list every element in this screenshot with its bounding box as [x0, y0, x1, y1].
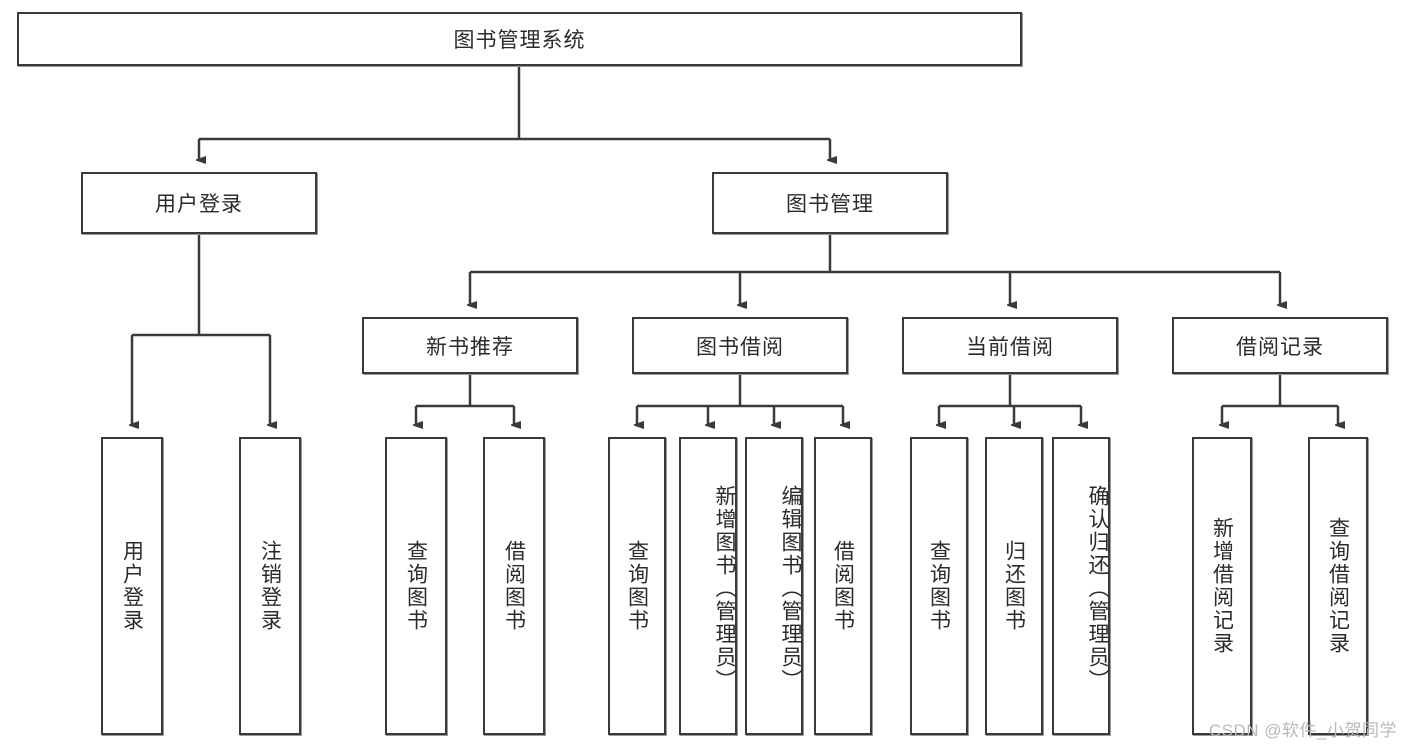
node-book-borrow-label: 图书借阅 — [696, 335, 784, 359]
node-new-book-rec-label: 新书推荐 — [426, 335, 514, 359]
node-leaf-add-record[interactable]: 新增借阅记录 — [1192, 437, 1252, 735]
node-leaf-borrow-book-1-label: 借阅图书 — [502, 540, 526, 632]
node-leaf-query-book-3-label: 查询图书 — [927, 540, 951, 632]
node-leaf-user-logout-label: 注销登录 — [258, 540, 282, 632]
node-book-manage-label: 图书管理 — [786, 193, 874, 216]
node-leaf-user-login-label: 用户登录 — [120, 540, 144, 632]
node-leaf-confirm-return[interactable]: 确认归还（管理员） — [1052, 437, 1110, 735]
node-leaf-query-record[interactable]: 查询借阅记录 — [1308, 437, 1368, 735]
watermark: CSDN @软件_小贺同学 — [1208, 721, 1397, 740]
node-leaf-edit-book-label: 编辑图书（管理员） — [779, 484, 802, 692]
node-leaf-add-book[interactable]: 新增图书（管理员） — [679, 437, 737, 735]
node-borrow-record[interactable]: 借阅记录 — [1172, 317, 1388, 374]
node-user-login[interactable]: 用户登录 — [81, 172, 317, 234]
node-book-manage[interactable]: 图书管理 — [712, 172, 948, 234]
node-leaf-query-book-2-label: 查询图书 — [625, 540, 649, 632]
node-leaf-query-book-1-label: 查询图书 — [404, 540, 428, 632]
node-leaf-edit-book[interactable]: 编辑图书（管理员） — [745, 437, 803, 735]
node-current-borrow[interactable]: 当前借阅 — [902, 317, 1118, 374]
node-leaf-query-book-3[interactable]: 查询图书 — [910, 437, 968, 735]
node-leaf-add-book-label: 新增图书（管理员） — [713, 484, 736, 692]
node-leaf-borrow-book-1[interactable]: 借阅图书 — [483, 437, 545, 735]
node-root-label: 图书管理系统 — [453, 29, 586, 52]
node-book-borrow[interactable]: 图书借阅 — [632, 317, 848, 374]
node-leaf-borrow-book-2-label: 借阅图书 — [831, 540, 855, 632]
node-leaf-add-record-label: 新增借阅记录 — [1210, 517, 1234, 655]
node-leaf-query-book-2[interactable]: 查询图书 — [608, 437, 666, 735]
node-root[interactable]: 图书管理系统 — [17, 12, 1022, 66]
node-leaf-borrow-book-2[interactable]: 借阅图书 — [814, 437, 872, 735]
node-new-book-rec[interactable]: 新书推荐 — [362, 317, 578, 374]
node-user-login-label: 用户登录 — [155, 193, 243, 216]
node-leaf-return-book-label: 归还图书 — [1002, 540, 1026, 632]
node-borrow-record-label: 借阅记录 — [1236, 335, 1324, 359]
node-leaf-user-logout[interactable]: 注销登录 — [239, 437, 301, 735]
node-leaf-query-record-label: 查询借阅记录 — [1326, 517, 1350, 655]
node-leaf-user-login[interactable]: 用户登录 — [101, 437, 163, 735]
node-leaf-query-book-1[interactable]: 查询图书 — [385, 437, 447, 735]
node-leaf-confirm-return-label: 确认归还（管理员） — [1086, 484, 1109, 692]
node-current-borrow-label: 当前借阅 — [966, 335, 1054, 359]
node-leaf-return-book[interactable]: 归还图书 — [985, 437, 1043, 735]
